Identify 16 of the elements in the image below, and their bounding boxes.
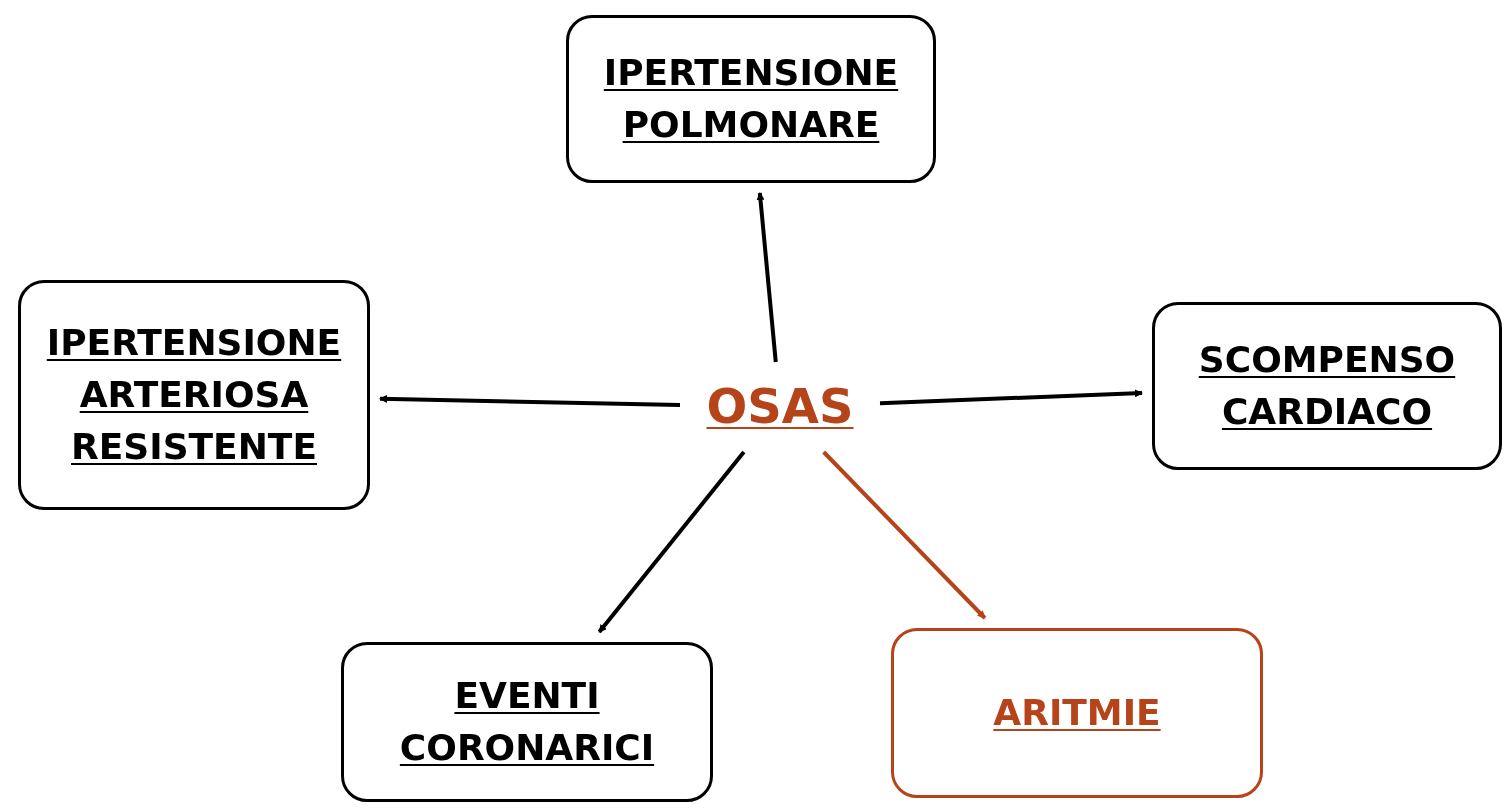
node-label: EVENTI CORONARICI <box>398 673 656 770</box>
rounded-box <box>18 280 370 510</box>
node-label: IPERTENSIONE POLMONARE <box>602 50 900 147</box>
rounded-box <box>566 15 936 183</box>
rounded-box <box>1152 302 1502 470</box>
rounded-box <box>891 628 1263 798</box>
node-label: ARITMIE <box>993 690 1161 735</box>
arrow <box>879 389 1143 406</box>
node-label: IPERTENSIONE ARTERIOSA RESISTENTE <box>45 320 343 470</box>
arrow <box>822 450 987 620</box>
arrow <box>756 192 778 363</box>
arrow <box>597 450 746 634</box>
node-label: SCOMPENSO CARDIACO <box>1197 337 1457 434</box>
arrow <box>379 394 681 407</box>
rounded-box <box>341 642 713 802</box>
node-label: OSAS <box>706 377 854 437</box>
